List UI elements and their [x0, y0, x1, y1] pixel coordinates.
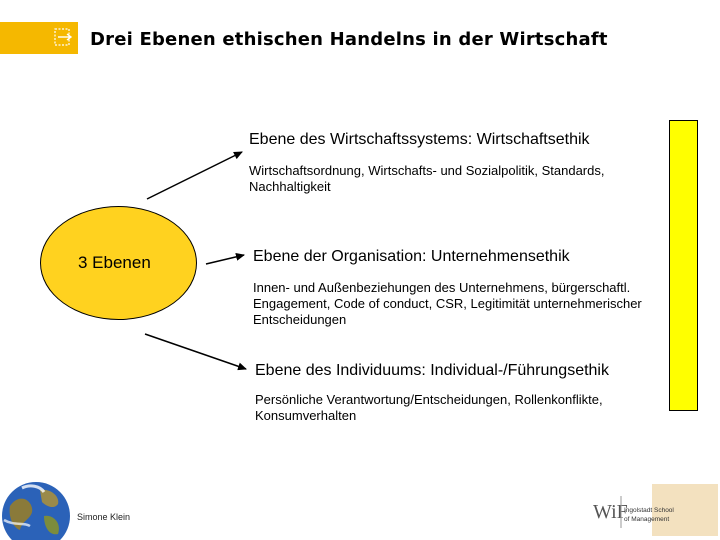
logo-text-1: Ingolstadt School — [624, 507, 674, 514]
level-organisation-description: Innen- und Außenbeziehungen des Unterneh… — [253, 280, 642, 327]
side-bar — [669, 120, 698, 411]
level-system-title: Ebene des Wirtschaftssystems: Wirtschaft… — [249, 131, 590, 148]
header-accent-bar — [0, 22, 78, 54]
arrow-to-system — [146, 151, 243, 200]
logo-mark: WiF — [593, 501, 628, 523]
school-logo: WiF Ingolstadt School of Management — [593, 484, 718, 536]
logo-text-2: of Management — [624, 516, 669, 523]
center-label: 3 Ebenen — [78, 253, 151, 272]
level-individual-title: Ebene des Individuums: Individual-/Führu… — [255, 362, 609, 379]
level-system-description: Wirtschaftsordnung, Wirtschafts- und Soz… — [249, 163, 605, 194]
level-individual-description: Persönliche Verantwortung/Entscheidungen… — [255, 392, 603, 423]
center-ellipse — [40, 206, 197, 320]
document-arrow-icon — [54, 28, 73, 46]
level-organisation-title: Ebene der Organisation: Unternehmensethi… — [253, 248, 570, 265]
arrow-to-organisation — [205, 252, 245, 265]
page-title: Drei Ebenen ethischen Handelns in der Wi… — [90, 29, 608, 50]
arrow-to-individual — [144, 333, 247, 371]
author-name: Simone Klein — [77, 512, 131, 522]
globe-image — [2, 482, 70, 540]
